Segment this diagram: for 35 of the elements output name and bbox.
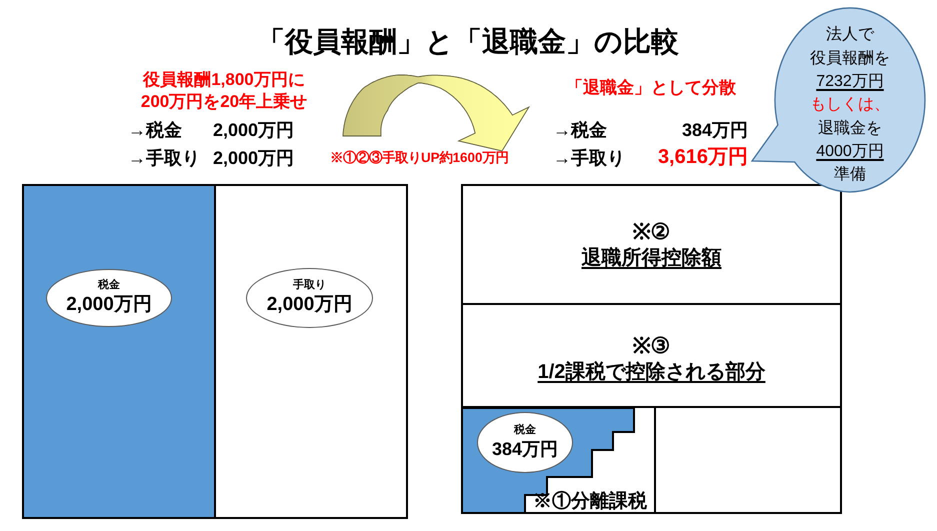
bubble-text: 退職金を (818, 118, 882, 139)
bar-segment (216, 184, 408, 519)
bubble-text: 7232万円 (816, 72, 884, 92)
bar-segment (22, 184, 216, 519)
section-number: ※② (632, 218, 670, 246)
amount-text: 2,000万円 (213, 119, 294, 142)
heading-text: 「退職金」として分散 (565, 77, 737, 98)
bubble-text: 役員報酬を (810, 48, 890, 69)
amount-text: 2,000万円 (213, 147, 294, 170)
bubble-text: 法人で (826, 24, 874, 46)
amount-text: 3,616万円 (658, 145, 748, 170)
amount-text: 2,000万円 (266, 293, 352, 317)
amount-text: 384万円 (492, 438, 558, 461)
section-number: ※③ (632, 332, 670, 360)
row-label: →税金 (553, 119, 607, 142)
amount-text: 384万円 (682, 119, 748, 142)
row-label: →手取り (553, 147, 625, 170)
section-box (461, 305, 842, 408)
section-title: 退職所得控除額 (582, 246, 722, 271)
curved-arrow (342, 74, 530, 152)
oval-caption: 手取り (293, 279, 326, 293)
heading-text: 役員報酬1,800万円に200万円を20年上乗せ (140, 69, 308, 113)
bubble-text: 4000万円 (816, 142, 884, 162)
bubble-text: 準備 (834, 165, 866, 186)
oval-caption: 税金 (98, 279, 120, 293)
title: 「役員報酬」と「退職金」の比較 (257, 25, 679, 59)
footnote-text: ※①②③手取りUP約1600万円 (330, 150, 508, 167)
row-label: →手取り (128, 147, 200, 170)
section-box (656, 408, 842, 514)
bubble-text: もしくは、 (810, 95, 890, 116)
section-box (461, 184, 842, 305)
oval-caption: 税金 (514, 424, 536, 438)
section-title: 1/2課税で控除される部分 (538, 360, 766, 385)
row-label: →税金 (128, 119, 182, 142)
amount-text: 2,000万円 (66, 293, 152, 317)
